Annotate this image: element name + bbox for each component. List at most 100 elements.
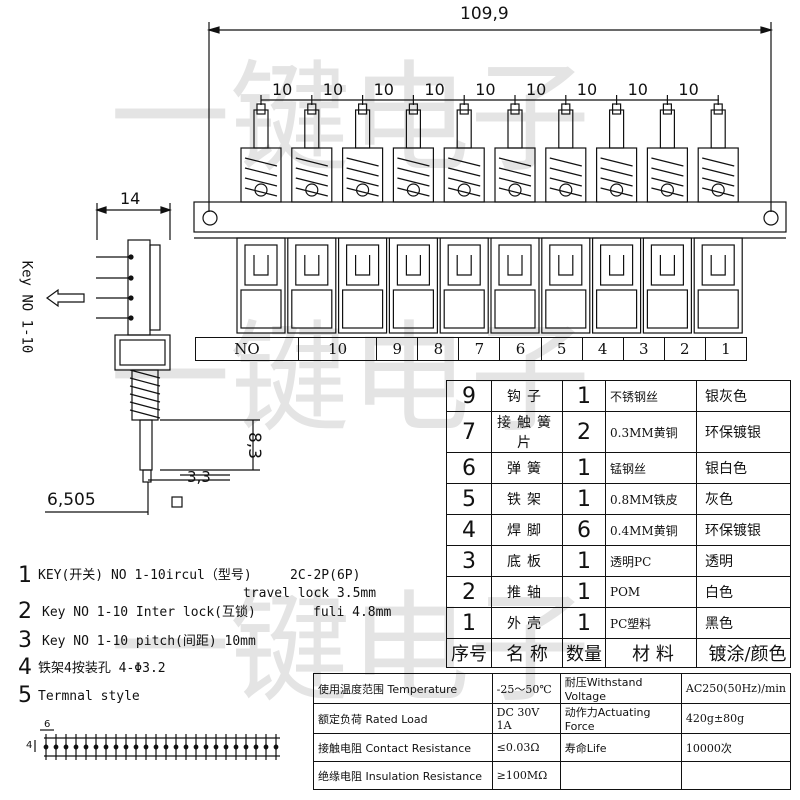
key-part [253, 109, 269, 149]
spec-cell-k2 [559, 761, 682, 790]
key-part [256, 103, 266, 115]
terminal-dot [183, 744, 189, 750]
bom-cell-qty: 1 [562, 545, 606, 577]
watermark-char: 子 [470, 50, 590, 189]
bom-cell-no: 4 [446, 514, 492, 546]
pitch-label: 10 [424, 80, 445, 99]
key-part [304, 109, 320, 149]
bom-cell-material: 锰钢丝 [605, 452, 697, 484]
key-number-row: NO 10 9 8 7 6 5 4 3 2 1 [195, 337, 748, 361]
bom-cell-material: POM [605, 576, 697, 608]
key-part [507, 255, 523, 276]
key-part [346, 157, 379, 197]
key-part [609, 255, 625, 276]
bom-cell-name: 外壳 [491, 607, 563, 639]
key-part [507, 109, 523, 149]
bom-header-qty: 数量 [562, 638, 606, 668]
bom-cell-no: 2 [446, 576, 492, 608]
pitch-label: 10 [373, 80, 394, 99]
key-part [697, 289, 739, 329]
key-part [510, 103, 520, 115]
terminal-dot [123, 744, 129, 750]
key-part [358, 103, 368, 115]
key-part [659, 255, 675, 276]
spec-cell-v2: AC250(50Hz)/min [680, 673, 792, 704]
terminal-dot [163, 744, 169, 750]
key-part [305, 183, 319, 197]
bom-cell-name: 底板 [491, 545, 563, 577]
note-extra: fuli 4.8mm [313, 605, 392, 620]
note-extra: 2C-2P(6P) [290, 568, 361, 583]
key-part [659, 109, 676, 149]
terminal-dot [133, 744, 139, 750]
key-part [710, 109, 726, 149]
bom-cell-name: 焊脚 [491, 514, 563, 546]
bom-cell-name: 弹簧 [491, 452, 563, 484]
side-view [45, 203, 260, 515]
watermark-char: 一 [110, 580, 230, 719]
bom-cell-no: 3 [446, 545, 492, 577]
key-part [355, 255, 371, 276]
overall-dimension-line [206, 22, 774, 212]
bom-cell-finish: 黑色 [696, 607, 791, 639]
key-number-cell: 3 [622, 337, 665, 361]
key-number-cell: 6 [499, 337, 542, 361]
terminal-dot [223, 744, 229, 750]
key-part [396, 244, 430, 286]
key-part [600, 157, 633, 197]
key-part [650, 244, 685, 286]
small-dimension-label: 3,3 [187, 468, 211, 486]
note-number: 5 [18, 683, 32, 708]
bom-cell-material: 0.4MM黄铜 [605, 514, 697, 546]
bom-cell-material: 0.8MM铁皮 [605, 483, 697, 515]
key-number-cell: 10 [297, 337, 378, 361]
bom-cell-qty: 2 [562, 411, 606, 453]
terminal-dot [153, 744, 159, 750]
key-part [448, 157, 481, 197]
note-number: 1 [18, 563, 32, 588]
pitch-label: 10 [576, 80, 598, 99]
bom-cell-finish: 透明 [696, 545, 791, 577]
spec-cell-v1: -25～50℃ [491, 673, 561, 704]
key-part [701, 244, 735, 286]
overall-dimension-label: 109,9 [460, 4, 509, 24]
key-number-cell: 7 [458, 337, 501, 361]
offset-dimension-label: 6,505 [47, 490, 96, 510]
bom-cell-finish: 灰色 [696, 483, 791, 515]
terminal-dot [273, 744, 279, 750]
key-part [456, 109, 472, 149]
key-part [559, 183, 573, 197]
bom-cell-qty: 1 [562, 452, 606, 484]
side-width-label: 14 [120, 189, 141, 208]
key-part [508, 183, 522, 197]
key-part [498, 244, 532, 286]
key-part [342, 289, 384, 329]
key-part [307, 103, 317, 115]
terminal-dot [193, 744, 199, 750]
bom-cell-name: 铁架 [491, 483, 563, 515]
bom-cell-finish: 环保镀银 [696, 514, 791, 546]
bom-cell-name: 接触簧片 [491, 411, 563, 453]
bom-header-name: 名 称 [491, 638, 563, 668]
pitch-label: 10 [272, 80, 293, 99]
frame-rail [193, 201, 787, 239]
key-part [545, 289, 587, 329]
note-text: travel lock 3.5mm [243, 586, 377, 601]
key-part [711, 183, 725, 197]
key-part [295, 244, 329, 286]
bom-cell-qty: 1 [562, 380, 606, 412]
terminal-dot [253, 744, 259, 750]
key-part [549, 157, 582, 197]
spec-cell-v2 [680, 761, 792, 790]
bom-cell-no: 9 [446, 380, 492, 412]
note-number: 3 [18, 628, 32, 653]
spec-cell-k1: 额定负荷 Rated Load [313, 703, 493, 734]
